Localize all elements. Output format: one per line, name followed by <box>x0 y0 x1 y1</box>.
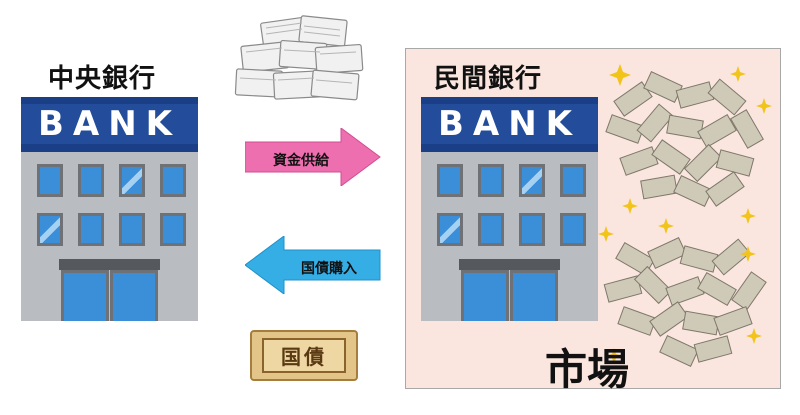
window <box>519 213 545 246</box>
cash-stack-icon <box>234 15 364 101</box>
window <box>519 164 545 197</box>
bank-sign: BANK <box>421 97 598 152</box>
door-right <box>510 270 558 321</box>
market-label: 市場 <box>545 345 630 394</box>
bond-ticket-icon: 国債 <box>250 330 358 381</box>
supply-arrow <box>245 128 381 186</box>
central-bank-title: 中央銀行 <box>48 64 157 94</box>
private-bank-title: 民間銀行 <box>434 64 543 94</box>
window <box>160 213 186 246</box>
window <box>478 213 504 246</box>
window <box>119 213 145 246</box>
window <box>437 213 463 246</box>
private-bank-building: BANK <box>421 97 598 321</box>
window <box>437 164 463 197</box>
bond-purchase-arrow-label: 国債購入 <box>301 261 357 277</box>
window <box>560 213 586 246</box>
entrance-awning <box>459 259 560 270</box>
supply-arrow-label: 資金供給 <box>273 153 329 169</box>
window <box>160 164 186 197</box>
bank-sign-text: BANK <box>421 104 598 144</box>
window <box>78 164 104 197</box>
window <box>37 164 63 197</box>
entrance-awning <box>59 259 160 270</box>
bank-sign-text: BANK <box>21 104 198 144</box>
window <box>560 164 586 197</box>
window <box>119 164 145 197</box>
window <box>37 213 63 246</box>
scattered-banknotes-icon <box>598 64 772 368</box>
door-left <box>61 270 109 321</box>
door-right <box>110 270 158 321</box>
bond-purchase-arrow <box>245 236 381 294</box>
central-bank-building: BANK <box>21 97 198 321</box>
door-left <box>461 270 509 321</box>
bond-label: 国債 <box>281 345 327 369</box>
bank-sign: BANK <box>21 97 198 152</box>
window <box>78 213 104 246</box>
window <box>478 164 504 197</box>
bond-inner-frame: 国債 <box>262 338 346 373</box>
